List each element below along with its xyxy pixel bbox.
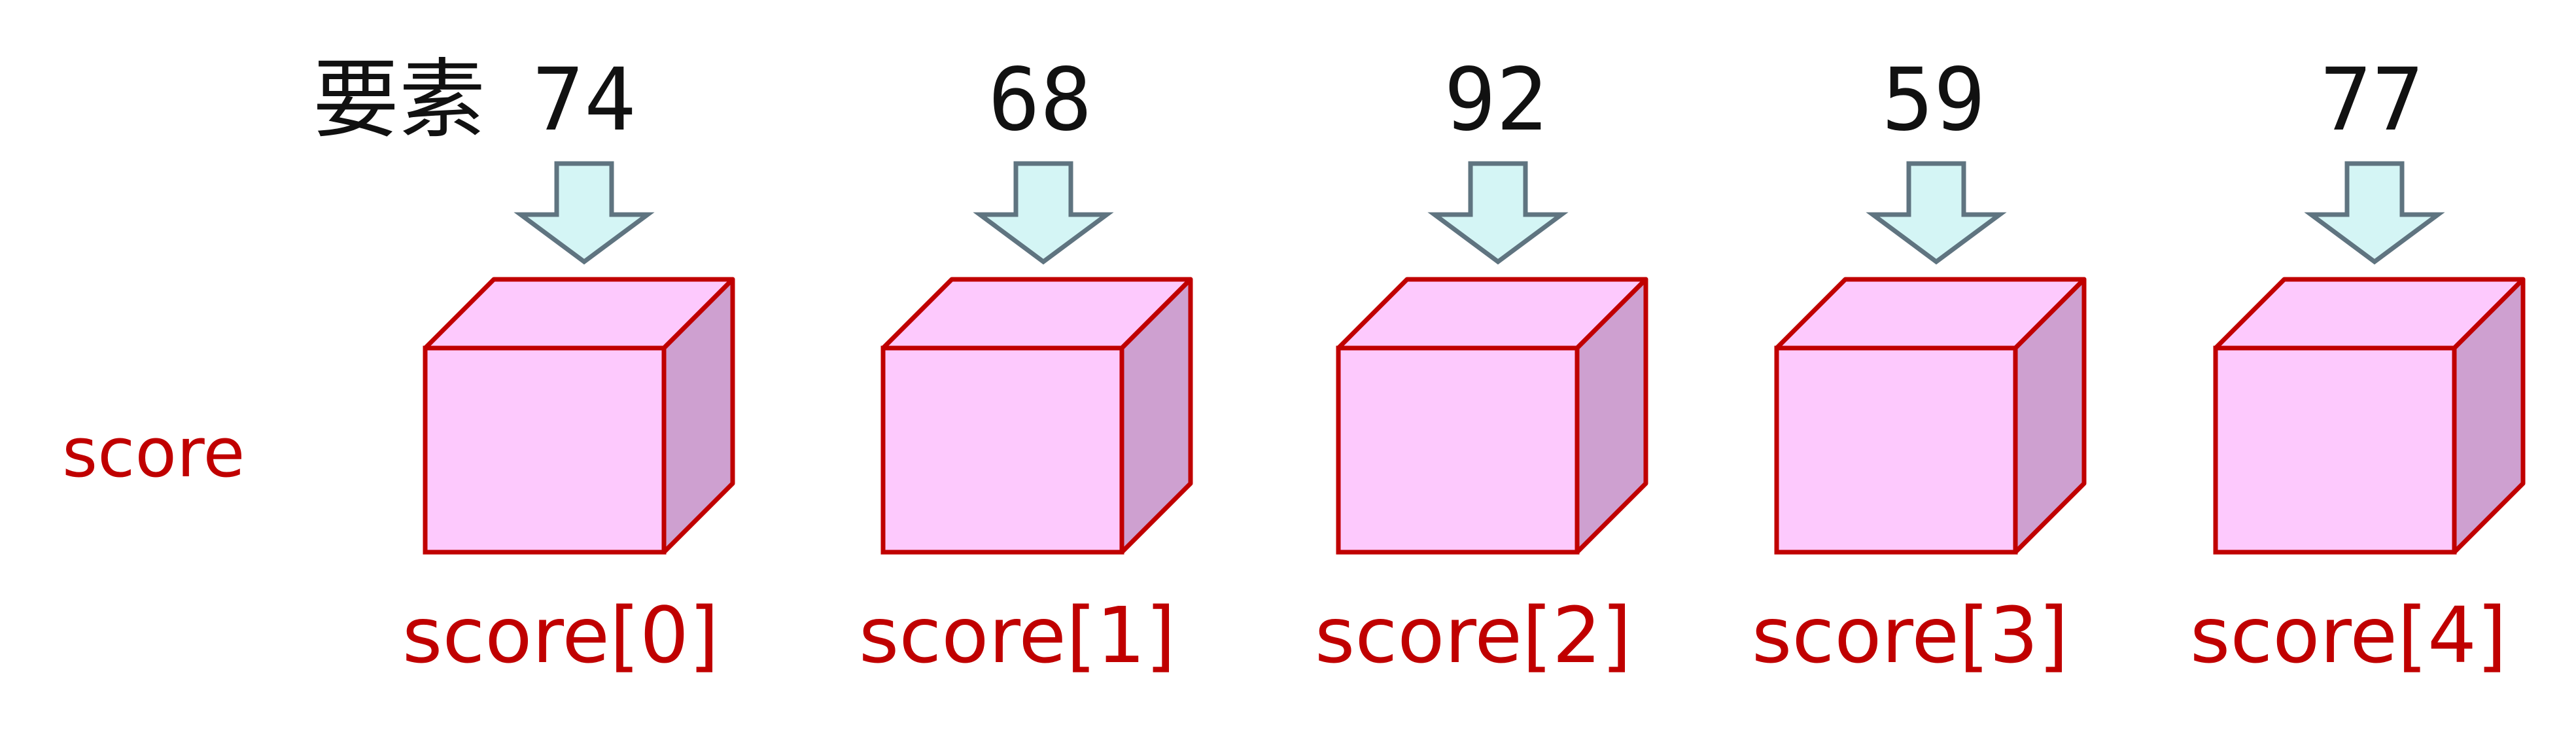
array-element-3: 59 score[3] (1752, 50, 2087, 680)
index-label-0: score[0] (402, 590, 719, 680)
array-element-1: 68 score[1] (859, 50, 1193, 680)
index-label-3: score[3] (1752, 590, 2068, 680)
box-front-face (2213, 345, 2457, 555)
box-front-face (1774, 345, 2018, 555)
box-front-face (423, 345, 667, 555)
down-arrow-icon (513, 161, 655, 265)
box-front-face (880, 345, 1124, 555)
element-value-2: 92 (1444, 50, 1548, 150)
element-value-3: 59 (1882, 50, 1986, 150)
index-label-2: score[2] (1315, 590, 1631, 680)
array-name-label: score (62, 413, 245, 493)
array-element-0: 74 score[0] (402, 50, 735, 680)
element-label: 要素 (313, 50, 485, 150)
element-value-4: 77 (2320, 50, 2424, 150)
box-front-face (1336, 345, 1580, 555)
index-label-1: score[1] (859, 590, 1175, 680)
array-element-2: 92 score[2] (1315, 50, 1648, 680)
index-label-4: score[4] (2190, 590, 2507, 680)
down-arrow-icon (2304, 161, 2445, 265)
down-arrow-icon (973, 161, 1114, 265)
down-arrow-icon (1866, 161, 2007, 265)
down-arrow-icon (1427, 161, 1569, 265)
element-value-0: 74 (532, 50, 636, 150)
array-element-4: 77 score[4] (2190, 50, 2526, 680)
element-value-1: 68 (988, 50, 1092, 150)
